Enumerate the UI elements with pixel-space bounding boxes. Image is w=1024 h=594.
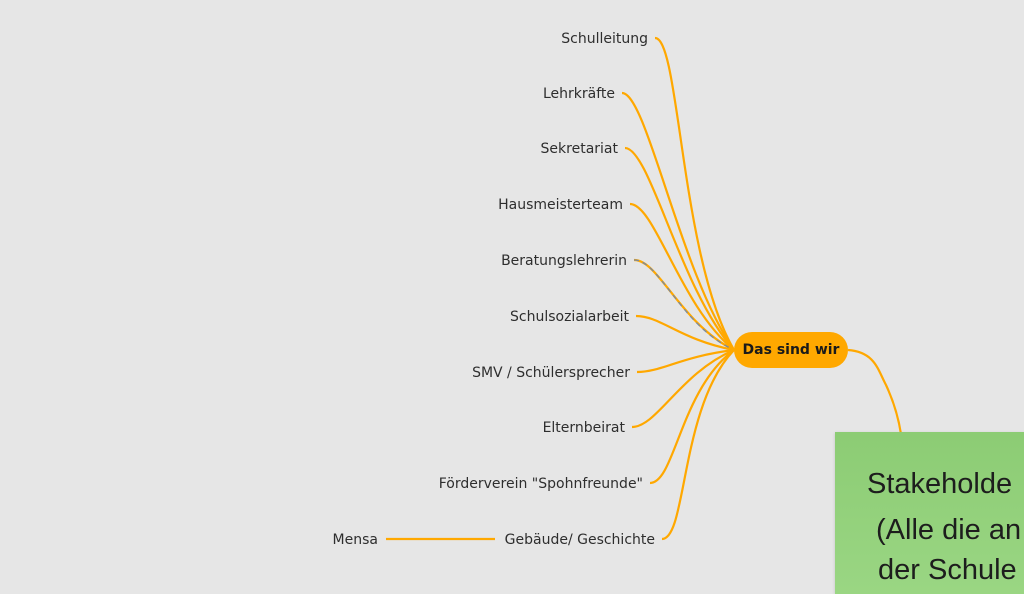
root-node[interactable]: Das sind wir [734,332,848,368]
branch-node-label[interactable]: Elternbeirat [543,420,626,436]
sticky-connector [847,348,903,435]
child-node-label[interactable]: Mensa [333,532,378,548]
branch-connector [621,91,735,351]
branch-connector [631,348,735,429]
relation-dashed-connector [633,259,731,349]
branch-node-label[interactable]: Beratungslehrerin [501,253,627,269]
branch-connector [636,348,735,374]
branch-node-label[interactable]: Schulsozialarbeit [510,309,630,325]
sticky-note[interactable]: Stakeholde (Alle die an der Schule [835,432,1024,594]
branch-connector [624,146,735,351]
branch-connector [629,202,735,351]
branch-node-label[interactable]: Gebäude/ Geschichte [505,532,655,548]
branch-node-label[interactable]: Schulleitung [561,31,648,47]
branch-connector [635,314,735,352]
branch-connector [661,349,735,541]
branch-node-label[interactable]: Sekretariat [541,141,619,157]
branch-connector [654,36,735,351]
branch-node-label[interactable]: SMV / Schülersprecher [472,365,630,381]
branch-connector [649,349,735,485]
sticky-line-3: der Schule [878,554,1017,586]
branch-node-label[interactable]: Hausmeisterteam [498,197,623,213]
root-node-label: Das sind wir [742,342,840,358]
sticky-line-1: Stakeholde [867,468,1013,500]
sticky-line-2: (Alle die an [876,514,1022,546]
branch-node-label[interactable]: Förderverein "Spohnfreunde" [439,476,643,492]
branch-node-label[interactable]: Lehrkräfte [543,86,615,102]
